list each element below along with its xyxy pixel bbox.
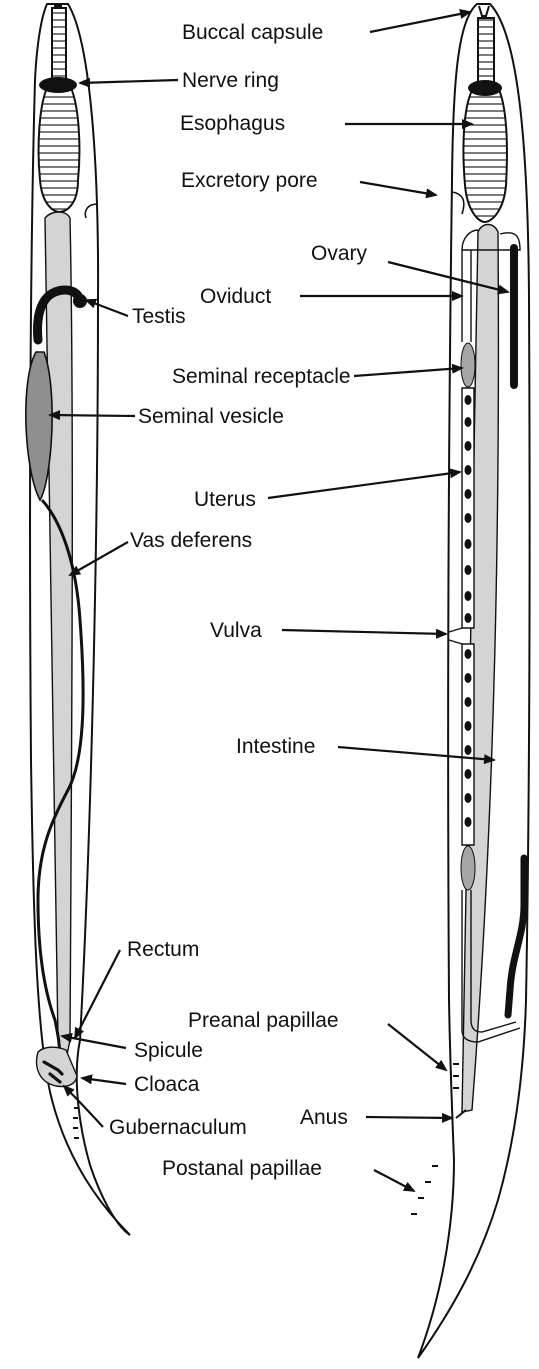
label-ovary: Ovary xyxy=(311,243,367,264)
female-postanal-papillae xyxy=(411,1166,438,1214)
label-preanal-papillae: Preanal papillae xyxy=(188,1010,339,1031)
label-esophagus: Esophagus xyxy=(180,113,285,134)
label-oviduct: Oviduct xyxy=(200,286,271,307)
female-seminal-receptacle xyxy=(461,343,475,387)
arrow-postanal-papillae xyxy=(374,1170,414,1191)
arrow-preanal-papillae xyxy=(388,1024,446,1070)
label-testis: Testis xyxy=(132,306,186,327)
label-buccal-capsule: Buccal capsule xyxy=(182,22,323,43)
label-vulva: Vulva xyxy=(210,620,262,641)
label-intestine: Intestine xyxy=(236,736,315,757)
arrow-nerve-ring xyxy=(80,80,178,83)
male-worm xyxy=(26,4,130,1235)
label-vas-deferens: Vas deferens xyxy=(130,530,252,551)
arrow-anus xyxy=(366,1117,452,1118)
arrow-uterus xyxy=(268,472,460,498)
label-postanal-papillae: Postanal papillae xyxy=(162,1158,322,1179)
arrow-seminal-receptacle xyxy=(354,368,462,376)
label-excretory-pore: Excretory pore xyxy=(181,170,318,191)
male-nerve-ring xyxy=(39,77,77,93)
label-nerve-ring: Nerve ring xyxy=(182,70,279,91)
arrow-seminal-vesicle xyxy=(50,415,135,416)
label-gubernaculum: Gubernaculum xyxy=(109,1117,247,1138)
arrow-buccal-capsule xyxy=(370,12,470,32)
female-worm xyxy=(411,4,530,1358)
label-uterus: Uterus xyxy=(194,489,256,510)
arrow-cloaca xyxy=(82,1078,126,1084)
arrow-vulva xyxy=(282,630,446,634)
arrow-excretory-pore xyxy=(360,182,436,195)
label-cloaca: Cloaca xyxy=(134,1074,199,1095)
label-seminal-receptacle: Seminal receptacle xyxy=(172,366,351,387)
female-seminal-receptacle-posterior xyxy=(461,846,475,890)
label-anus: Anus xyxy=(300,1107,348,1128)
label-rectum: Rectum xyxy=(127,939,199,960)
label-spicule: Spicule xyxy=(134,1040,203,1061)
female-nerve-ring xyxy=(468,80,502,96)
label-seminal-vesicle: Seminal vesicle xyxy=(138,406,284,427)
